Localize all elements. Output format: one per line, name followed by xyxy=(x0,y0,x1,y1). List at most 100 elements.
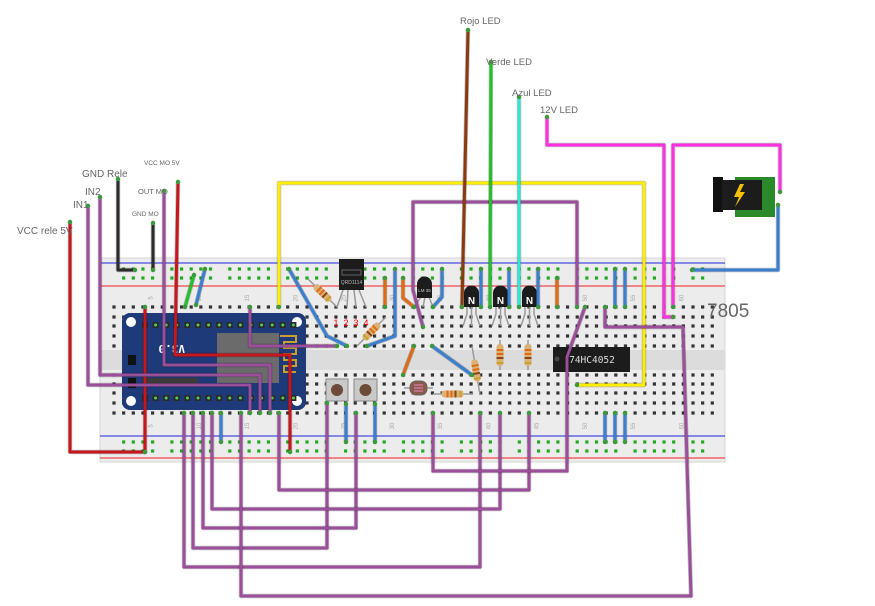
blue-jumper-t3[interactable] xyxy=(535,266,541,310)
in1-wire[interactable] xyxy=(85,203,253,416)
mcu-pin-hole xyxy=(260,323,264,327)
orange-ldr-wire[interactable] xyxy=(400,343,417,378)
breadboard-hole xyxy=(334,401,338,405)
orange-jumper-2[interactable] xyxy=(400,275,417,310)
breadboard-hole xyxy=(479,382,483,386)
rail-hole xyxy=(305,449,309,453)
rail-hole xyxy=(257,267,261,271)
blue-sensor-wire[interactable] xyxy=(364,266,398,349)
breadboard-hole xyxy=(392,344,396,348)
verde-led-wire[interactable] xyxy=(487,59,494,310)
blue-gnd-5[interactable] xyxy=(612,410,618,445)
usb-chip xyxy=(143,378,198,386)
breadboard-hole xyxy=(681,315,685,319)
blue-jumper[interactable] xyxy=(193,266,208,308)
breadboard-hole xyxy=(450,373,454,377)
blue-diag-lower[interactable] xyxy=(429,343,475,378)
in2-wire[interactable] xyxy=(97,194,263,416)
pushbutton-2[interactable] xyxy=(353,378,378,402)
loop-wire-3[interactable] xyxy=(200,410,359,531)
wire-end xyxy=(478,266,484,272)
breadboard-hole xyxy=(344,373,348,377)
blue-gnd-1[interactable] xyxy=(218,410,224,445)
green-jumper[interactable] xyxy=(182,272,197,310)
loop-wire-4[interactable] xyxy=(209,410,503,512)
wire-end xyxy=(477,410,483,416)
blue-diag-wire[interactable] xyxy=(286,266,350,349)
mcu-sensor-wire[interactable] xyxy=(247,304,340,349)
label-out-mo: OUT MO xyxy=(138,187,168,196)
breadboard-hole xyxy=(459,334,463,338)
blue-gnd-2[interactable] xyxy=(343,401,349,445)
jack-positive-wire[interactable] xyxy=(670,142,783,310)
flash-button[interactable] xyxy=(128,378,136,388)
breadboard-hole xyxy=(372,315,377,319)
breadboard-hole xyxy=(401,344,406,348)
purple-top-wire[interactable] xyxy=(410,199,580,330)
gnd-rele-wire[interactable] xyxy=(115,176,138,273)
breadboard-hole xyxy=(672,373,676,377)
led-12v-wire[interactable] xyxy=(544,114,676,320)
blue-jumper-t2[interactable] xyxy=(506,266,512,310)
blue-jumper-r2[interactable] xyxy=(622,266,628,310)
breadboard-hole xyxy=(479,315,483,319)
breadboard-hole xyxy=(672,391,676,395)
mcu-vin-wire[interactable] xyxy=(142,304,148,455)
out-mo-wire[interactable] xyxy=(161,188,273,416)
breadboard-hole xyxy=(363,324,367,328)
rail-hole xyxy=(614,449,618,453)
breadboard-hole xyxy=(652,334,656,338)
breadboard-hole xyxy=(546,391,550,395)
rail-hole xyxy=(527,276,531,280)
blue-lm35-wire[interactable] xyxy=(430,266,445,310)
breadboard-hole xyxy=(546,401,550,405)
breadboard-hole xyxy=(701,373,705,377)
blue-gnd-6[interactable] xyxy=(622,410,628,445)
wire-end xyxy=(469,372,475,378)
breadboard-hole xyxy=(488,391,492,395)
loop-wire-5[interactable] xyxy=(276,410,532,493)
gnd-mo-wire[interactable] xyxy=(150,220,156,273)
breadboard-hole xyxy=(614,373,618,377)
orange-jumper-1[interactable] xyxy=(382,275,388,310)
rail-hole xyxy=(189,449,193,453)
breadboard-hole xyxy=(633,315,637,319)
breadboard-hole xyxy=(353,334,357,338)
wire-end xyxy=(488,59,494,65)
loop-wire-6[interactable] xyxy=(238,304,694,599)
blue-jumper-t1[interactable] xyxy=(478,266,484,310)
breadboard-hole xyxy=(421,411,425,415)
breadboard-hole xyxy=(353,344,357,348)
blue-jumper-r1[interactable] xyxy=(612,266,618,310)
breadboard-hole xyxy=(411,334,415,338)
jack-ground-wire[interactable] xyxy=(689,202,781,273)
azul-led-wire[interactable] xyxy=(516,94,522,310)
resistor xyxy=(433,390,472,398)
reset-button[interactable] xyxy=(128,355,136,365)
rail-hole xyxy=(498,267,502,271)
breadboard-hole xyxy=(112,315,116,319)
loop-wire-2[interactable] xyxy=(190,400,330,551)
vcc-mo-wire[interactable] xyxy=(172,179,293,455)
blue-gnd-4[interactable] xyxy=(602,410,608,445)
label-7805: 7805 xyxy=(707,301,749,322)
rail-hole xyxy=(594,276,599,280)
blue-gnd-3[interactable] xyxy=(372,401,378,445)
breadboard-hole xyxy=(691,391,695,395)
wire-core xyxy=(488,60,493,309)
breadboard-hole xyxy=(643,411,647,415)
loop-wire-7[interactable] xyxy=(430,304,588,474)
breadboard-hole xyxy=(488,324,492,328)
wire-end xyxy=(364,343,370,349)
rail-hole xyxy=(286,276,290,280)
pushbutton-1[interactable] xyxy=(325,378,349,402)
rojo-led-wire[interactable] xyxy=(459,27,471,310)
breadboard-hole xyxy=(411,324,415,328)
breadboard-hole xyxy=(527,401,531,405)
breadboard-hole xyxy=(701,411,705,415)
yellow-wire[interactable] xyxy=(276,180,647,388)
rail-hole xyxy=(633,449,637,453)
orange-jumper-3[interactable] xyxy=(554,275,560,310)
breadboard-hole xyxy=(614,315,618,319)
rail-hole xyxy=(324,267,328,271)
